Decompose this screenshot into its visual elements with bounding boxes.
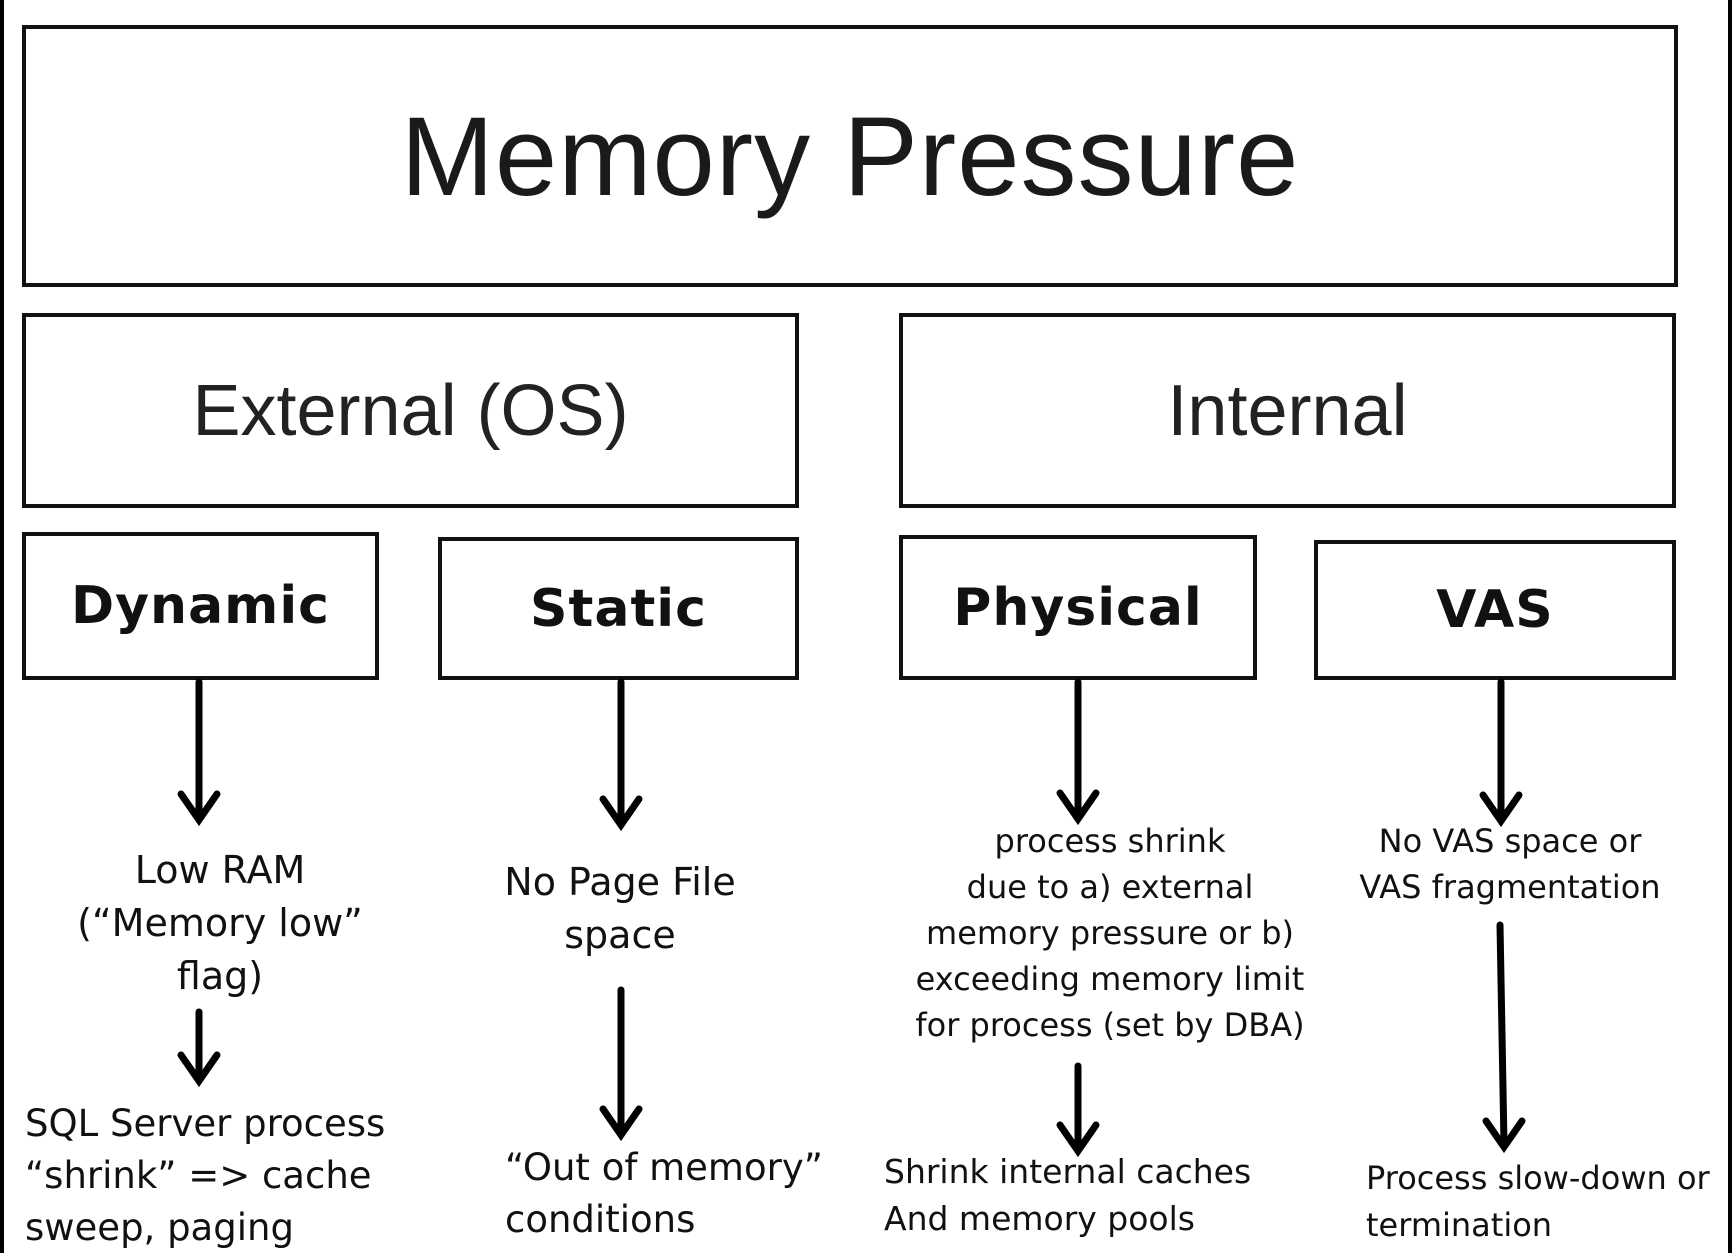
arrow-dynamic-effect-to-outcome <box>177 1008 221 1088</box>
arrow-physical-effect-to-outcome <box>1056 1062 1100 1158</box>
arrow-vas-effect-to-outcome <box>1482 921 1526 1154</box>
vas-outcome-text: Process slow-down or termination <box>1366 1159 1710 1244</box>
physical-outcome-text: Shrink internal caches And memory pools <box>884 1152 1252 1238</box>
external-os-box: External (OS) <box>22 313 799 508</box>
dynamic-outcome-text: SQL Server process “shrink” => cache swe… <box>25 1102 386 1249</box>
arrow-vas-to-effect <box>1479 678 1523 828</box>
vas-label: VAS <box>1436 580 1554 640</box>
physical-box: Physical <box>899 535 1257 680</box>
frame-left-edge <box>0 0 4 1253</box>
static-box: Static <box>438 537 799 680</box>
static-outcome-text: “Out of memory” conditions <box>505 1146 823 1241</box>
vas-effect-text: No VAS space or VAS fragmentation <box>1359 822 1661 906</box>
dynamic-label: Dynamic <box>70 576 330 636</box>
external-os-label: External (OS) <box>192 370 629 451</box>
internal-label: Internal <box>1167 370 1408 451</box>
title-box: Memory Pressure <box>22 25 1678 287</box>
dynamic-box: Dynamic <box>22 532 379 680</box>
arrow-physical-to-effect <box>1056 678 1100 826</box>
arrow-dynamic-to-effect <box>177 678 221 827</box>
dynamic-effect-text: Low RAM (“Memory low” flag) <box>77 848 363 998</box>
internal-box: Internal <box>899 313 1676 508</box>
physical-effect-text: process shrink due to a) external memory… <box>915 822 1305 1044</box>
frame-right-edge <box>1728 0 1732 1253</box>
arrow-static-to-effect <box>599 678 643 832</box>
diagram-title: Memory Pressure <box>400 93 1300 219</box>
static-label: Static <box>530 578 707 639</box>
arrow-static-effect-to-outcome <box>599 986 643 1142</box>
vas-box: VAS <box>1314 540 1676 680</box>
static-effect-text: No Page File space <box>504 860 736 957</box>
physical-label: Physical <box>953 577 1203 638</box>
